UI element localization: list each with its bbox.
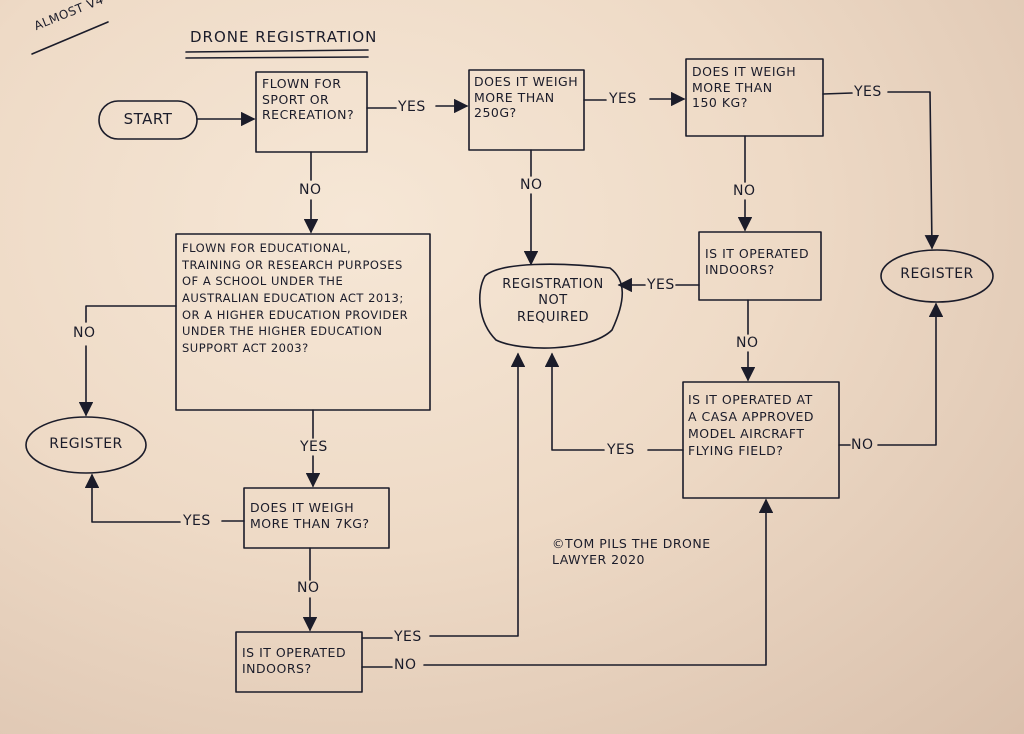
edge-label-no-education: NO [73, 325, 96, 341]
edge-label-yes-education: YES [300, 439, 328, 455]
edge-label-no-casa: NO [851, 437, 874, 453]
w150-box-outline [685, 58, 824, 137]
edge-label-no-indoors-right: NO [736, 335, 759, 351]
w250-box-outline [468, 69, 585, 151]
start-terminal-outline [98, 100, 198, 140]
edge-label-yes-casa: YES [607, 442, 635, 458]
edu-box-outline [175, 233, 431, 411]
edge-label-yes-150kg: YES [854, 84, 882, 100]
weight-150kg-question: DOES IT WEIGH MORE THAN 150 kg? [692, 64, 797, 111]
corner-underline [31, 21, 109, 55]
indoors-right-question: IS IT OPERATED INDOORS? [705, 246, 810, 277]
edge-label-no-sport: NO [299, 182, 322, 198]
edge-label-no-indoors-bottom: NO [394, 657, 417, 673]
weight-250g-question: DOES IT WEIGH MORE THAN 250g? [474, 74, 579, 121]
education-question: FLOWN FOR EDUCATIONAL, TRAINING OR RESEA… [182, 241, 409, 356]
casa-field-question: IS IT OPERATED AT A CASA APPROVED MODEL … [688, 392, 814, 458]
edge-label-no-150kg: NO [733, 183, 756, 199]
title-underline [185, 49, 369, 53]
diagram-title: DRONE REGISTRATION [190, 28, 378, 46]
register-right-node: REGISTER [900, 266, 974, 282]
registration-not-required-node: REGISTRATION NOT REQUIRED [502, 277, 604, 325]
register-left-node: REGISTER [49, 436, 123, 452]
register-right-outline [880, 249, 994, 303]
register-left-outline [25, 416, 147, 474]
edge-label-no-250g: NO [520, 177, 543, 193]
edge-label-yes-sport: YES [398, 99, 426, 115]
indoors-bottom-box-outline [235, 631, 363, 693]
weight-7kg-question: DOES IT WEIGH MORE THAN 7kg? [250, 500, 370, 531]
casa-box-outline [682, 381, 840, 499]
copyright-note: ©TOM PILS THE DRONE LAWYER 2020 [552, 536, 711, 567]
edge-label-yes-indoors-right: YES [647, 277, 675, 293]
edge-label-yes-7kg: YES [183, 513, 211, 529]
indoors-bottom-question: IS IT OPERATED INDOORS? [242, 645, 347, 676]
title-underline-2 [185, 56, 369, 59]
sport-question: FLOWN FOR SPORT OR RECREATION? [262, 76, 355, 123]
edge-label-no-7kg: NO [297, 580, 320, 596]
w7-box-outline [243, 487, 390, 549]
start-node: START [123, 110, 173, 128]
not-required-outline [479, 263, 623, 349]
indoors-right-box-outline [698, 231, 822, 301]
edge-label-yes-250g: YES [609, 91, 637, 107]
edge-label-yes-indoors-bottom: YES [394, 629, 422, 645]
